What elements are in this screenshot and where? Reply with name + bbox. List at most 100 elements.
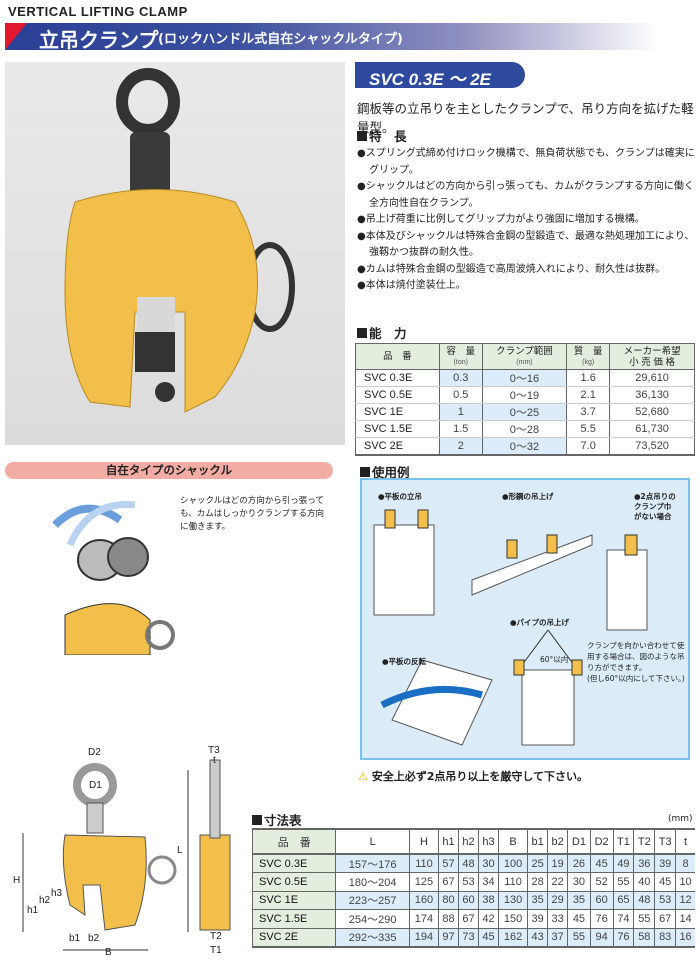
column-header: 質 量(kg) bbox=[566, 343, 611, 370]
column-header: h2 bbox=[458, 828, 479, 855]
column-header: メーカー希望小 売 価 格 bbox=[609, 343, 695, 370]
dim-label-b1: b1 bbox=[69, 933, 81, 944]
table-cell: 57 bbox=[438, 854, 459, 873]
column-header-label: 容 量 bbox=[446, 345, 476, 357]
table-cell: 160 bbox=[408, 891, 439, 910]
table-cell: 39 bbox=[654, 854, 676, 873]
dim-label-l: L bbox=[177, 845, 183, 856]
table-cell: 8 bbox=[675, 854, 695, 873]
table-cell: SVC 1E bbox=[355, 403, 440, 421]
table-cell: 223〜257 bbox=[335, 891, 410, 910]
table-cell: 39 bbox=[527, 909, 548, 929]
table-cell: 45 bbox=[589, 854, 613, 873]
column-header: D1 bbox=[567, 828, 591, 855]
table-cell: 73 bbox=[458, 928, 479, 948]
table-cell: 61,730 bbox=[609, 420, 695, 438]
column-header: h3 bbox=[478, 828, 499, 855]
dim-label-d1: D1 bbox=[89, 780, 102, 791]
usage-label-pipe: ●パイプの吊上げ bbox=[510, 618, 570, 627]
dimensions-heading: 寸法表 bbox=[252, 810, 302, 829]
column-header: H bbox=[408, 828, 439, 855]
table-cell: 48 bbox=[633, 891, 655, 910]
dim-label-t3: T3 bbox=[208, 745, 220, 756]
column-header: T3 bbox=[654, 828, 676, 855]
shackle-description: シャックルはどの方向から引っ張っても、カムはしっかりクランプする方向に働きます。 bbox=[180, 496, 324, 532]
table-cell: 162 bbox=[497, 928, 528, 948]
table-cell: 3.7 bbox=[566, 403, 611, 421]
table-cell: 0〜28 bbox=[481, 420, 568, 438]
column-header: 品 番 bbox=[251, 828, 336, 855]
column-header-label: クランプ範囲 bbox=[496, 345, 553, 357]
table-cell: 1 bbox=[438, 403, 483, 421]
table-cell: SVC 1.5E bbox=[355, 420, 440, 438]
table-cell: 76 bbox=[612, 928, 634, 948]
red-corner bbox=[5, 23, 27, 50]
table-cell: 35 bbox=[567, 891, 591, 910]
feature-item: シャックルはどの方向から引っ張っても、カムがクランプする方向に働く全方向性自在ク… bbox=[357, 179, 697, 212]
table-cell: 65 bbox=[612, 891, 634, 910]
dim-label-h2: h2 bbox=[39, 895, 51, 906]
column-header: T1 bbox=[612, 828, 634, 855]
column-header: h1 bbox=[438, 828, 459, 855]
column-header: t bbox=[675, 828, 695, 855]
usage-label-flip: ●平板の反転 bbox=[382, 657, 427, 666]
table-cell: 5.5 bbox=[566, 420, 611, 438]
table-cell: 42 bbox=[478, 909, 499, 929]
table-cell: 58 bbox=[633, 928, 655, 948]
flip-arrow-icon bbox=[380, 685, 484, 709]
dim-label-d2: D2 bbox=[88, 747, 101, 758]
table-cell: 80 bbox=[438, 891, 459, 910]
usage-examples: ●平板の立吊 ●形鋼の吊上げ ●2点吊りの クランプ巾 がない場合 ●パイプの吊… bbox=[360, 478, 690, 760]
table-cell: 16 bbox=[675, 928, 695, 948]
usage-illustrations bbox=[373, 509, 648, 746]
column-header-label: メーカー希望 bbox=[623, 345, 681, 357]
pipe-note: クランプを向かい合わせて使用する場合は、図のような吊り方ができます。 (但し60… bbox=[587, 641, 685, 683]
table-cell: 67 bbox=[458, 909, 479, 929]
table-cell: 55 bbox=[567, 928, 591, 948]
capacity-table: 品 番容 量(ton)クランプ範囲(mm)質 量(kg)メーカー希望小 売 価 … bbox=[355, 343, 695, 456]
page-title: 立吊クランプ bbox=[39, 28, 159, 52]
table-cell: 67 bbox=[438, 872, 459, 892]
table-cell: 74 bbox=[612, 909, 634, 929]
table-cell: 130 bbox=[497, 891, 528, 910]
column-header: b2 bbox=[547, 828, 568, 855]
table-cell: 30 bbox=[567, 872, 591, 892]
table-cell: 48 bbox=[458, 854, 479, 873]
table-cell: 0.3 bbox=[438, 369, 483, 387]
table-cell: 60 bbox=[458, 891, 479, 910]
table-cell: 194 bbox=[408, 928, 439, 948]
table-cell: 53 bbox=[458, 872, 479, 892]
table-cell: 28 bbox=[527, 872, 548, 892]
table-cell: SVC 0.5E bbox=[355, 386, 440, 404]
table-cell: 157〜176 bbox=[335, 854, 410, 873]
table-cell: 10 bbox=[675, 872, 695, 892]
table-cell: 45 bbox=[654, 872, 676, 892]
capacity-heading: 能 力 bbox=[357, 323, 407, 342]
table-cell: 52 bbox=[589, 872, 613, 892]
warning-text: 安全上必ず2点吊り以上を厳守して下さい。 bbox=[371, 770, 589, 783]
table-cell: 35 bbox=[527, 891, 548, 910]
column-header: クランプ範囲(mm) bbox=[481, 343, 568, 370]
column-header: T2 bbox=[633, 828, 655, 855]
table-cell: 0.5 bbox=[438, 386, 483, 404]
table-cell: SVC 0.5E bbox=[251, 872, 336, 892]
table-cell: 40 bbox=[633, 872, 655, 892]
dim-label-b: B bbox=[105, 947, 112, 958]
table-cell: 14 bbox=[675, 909, 695, 929]
table-cell: SVC 2E bbox=[251, 928, 336, 948]
dimensions-unit: (mm) bbox=[668, 814, 693, 824]
table-cell: 174 bbox=[408, 909, 439, 929]
rotation-arrow-icon bbox=[66, 501, 136, 547]
table-cell: 38 bbox=[478, 891, 499, 910]
table-cell: 45 bbox=[478, 928, 499, 948]
table-cell: SVC 0.3E bbox=[355, 369, 440, 387]
english-title: VERTICAL LIFTING CLAMP bbox=[8, 4, 188, 19]
dim-label-t1: T1 bbox=[210, 945, 222, 956]
product-photo bbox=[5, 62, 345, 445]
